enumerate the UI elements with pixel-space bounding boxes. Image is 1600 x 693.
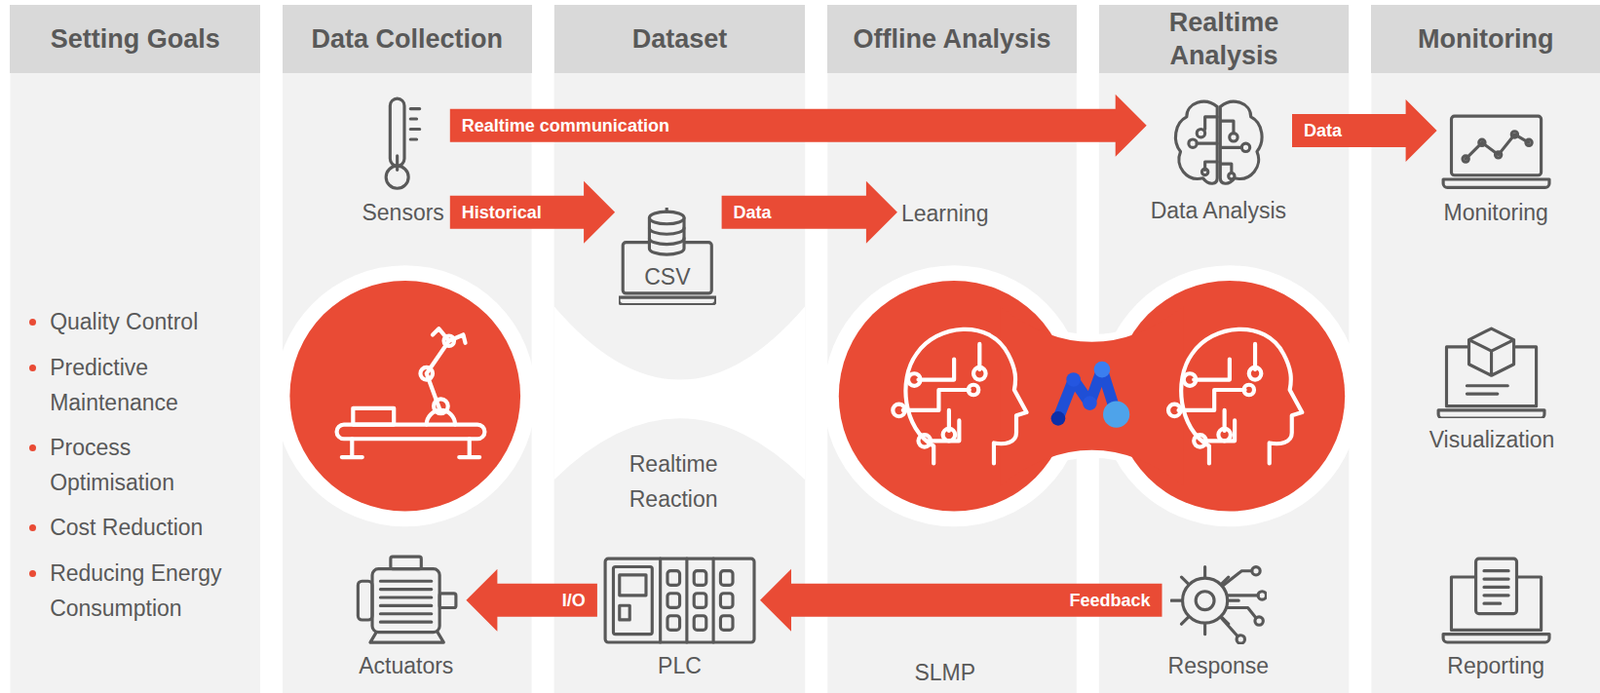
bullet-dot [29,364,37,372]
column-header: Setting Goals [9,4,261,74]
arrow-label: Realtime communication [461,114,670,137]
column-panel: MonitoringMonitoringVisualizationReporti… [1371,4,1600,693]
header-text: Setting Goals [50,22,221,56]
goal-text: Predictive Maintenance [49,349,228,420]
plc-icon [603,556,757,645]
goal-item: Predictive Maintenance [24,349,228,420]
ai-head-left [892,329,1027,464]
item-label: Learning [901,199,990,228]
icon-item: Visualization [1429,326,1556,454]
goal-item: Process Optimisation [24,429,228,500]
item-label: SLMP [914,658,976,686]
column-header: Data Collection [282,4,533,74]
column-header: Monitoring [1371,4,1600,74]
column-header: Dataset [554,4,806,74]
motor-icon [349,554,462,645]
gear-icon [1170,554,1268,645]
goal-item: Reducing Energy Consumption [24,555,228,626]
goal-item: Quality Control [24,304,228,340]
icon-item: Reporting [1441,556,1552,680]
arrow-label: Data [733,201,772,224]
column-grounds [9,4,1600,693]
column-panel: Realtime AnalysisData AnalysisResponse [1099,4,1350,693]
laptopCube-icon [1436,326,1547,419]
goal-text: Cost Reduction [49,509,228,545]
robot-circle [289,280,521,512]
goal-text: Reducing Energy Consumption [49,555,228,626]
header-text: Data Collection [311,22,504,56]
arrow-label: Feedback [1069,589,1151,611]
arrow-label: Historical [461,201,542,224]
header-text: Dataset [632,22,728,56]
laptopChart-icon [1441,114,1552,191]
robot-ring [274,265,536,527]
icon-item: Response [1168,554,1270,680]
goal-text: Quality Control [49,304,228,340]
flow-arrow [450,94,1147,157]
brain-icon [1170,96,1268,189]
column-panel: Setting Goals [9,4,261,693]
bullet-dot [29,444,37,452]
csv-icon [618,207,717,306]
icon-item: Learning [901,199,990,228]
bullet-dot [29,570,37,577]
column-panel: DatasetCSV PLC [554,4,806,693]
item-label: Reporting [1447,651,1545,680]
flow-arrow [722,181,898,244]
arrow-label: I/O [562,589,586,611]
goal-item: Cost Reduction [24,509,228,545]
header-text: Realtime Analysis [1145,5,1302,73]
arrow-label: Data [1303,119,1342,142]
header-text: Monitoring [1417,22,1554,56]
icon-item: Monitoring [1441,114,1552,227]
goal-list: Quality ControlPredictive MaintenancePro… [24,304,228,636]
item-label: Actuators [358,651,454,680]
icon-item: Actuators [349,554,462,680]
note-text: Realtime Reaction [614,446,732,517]
analysis-dumbbell [838,280,1345,512]
robot-arm [337,328,486,458]
laptopDoc-icon [1441,556,1552,645]
logo-mark [1051,361,1131,428]
item-label: PLC [657,651,702,680]
item-label: Response [1168,651,1270,680]
bullet-dot [29,524,37,532]
column-header: Realtime Analysis [1099,4,1350,74]
header-text: Offline Analysis [852,22,1051,56]
icon-item: Data Analysis [1150,96,1287,224]
item-label: Sensors [361,198,444,227]
flow-arrow [450,181,615,244]
column-header: Offline Analysis [827,4,1077,74]
flow-arrow [1292,99,1438,162]
icon-item: SLMP [914,658,976,686]
column-panel: Offline AnalysisLearningSLMP [827,4,1077,693]
icon-item: Sensors [361,96,444,226]
bullet-dot [29,318,37,326]
ai-head-right [1168,329,1302,464]
icon-item: PLC [603,556,757,680]
item-label: Monitoring [1443,198,1548,227]
column-panel: Data CollectionSensorsActuators [282,4,533,693]
flow-arrow [465,569,598,632]
item-label: CSV [618,264,716,290]
item-label: Data Analysis [1150,196,1287,225]
item-label: Visualization [1429,425,1556,454]
goal-text: Process Optimisation [49,429,228,500]
csv-file: CSV [618,207,716,306]
flow-arrow [760,569,1163,632]
thermo-icon [382,96,424,191]
analysis-dumbbell-ring [823,265,1361,527]
